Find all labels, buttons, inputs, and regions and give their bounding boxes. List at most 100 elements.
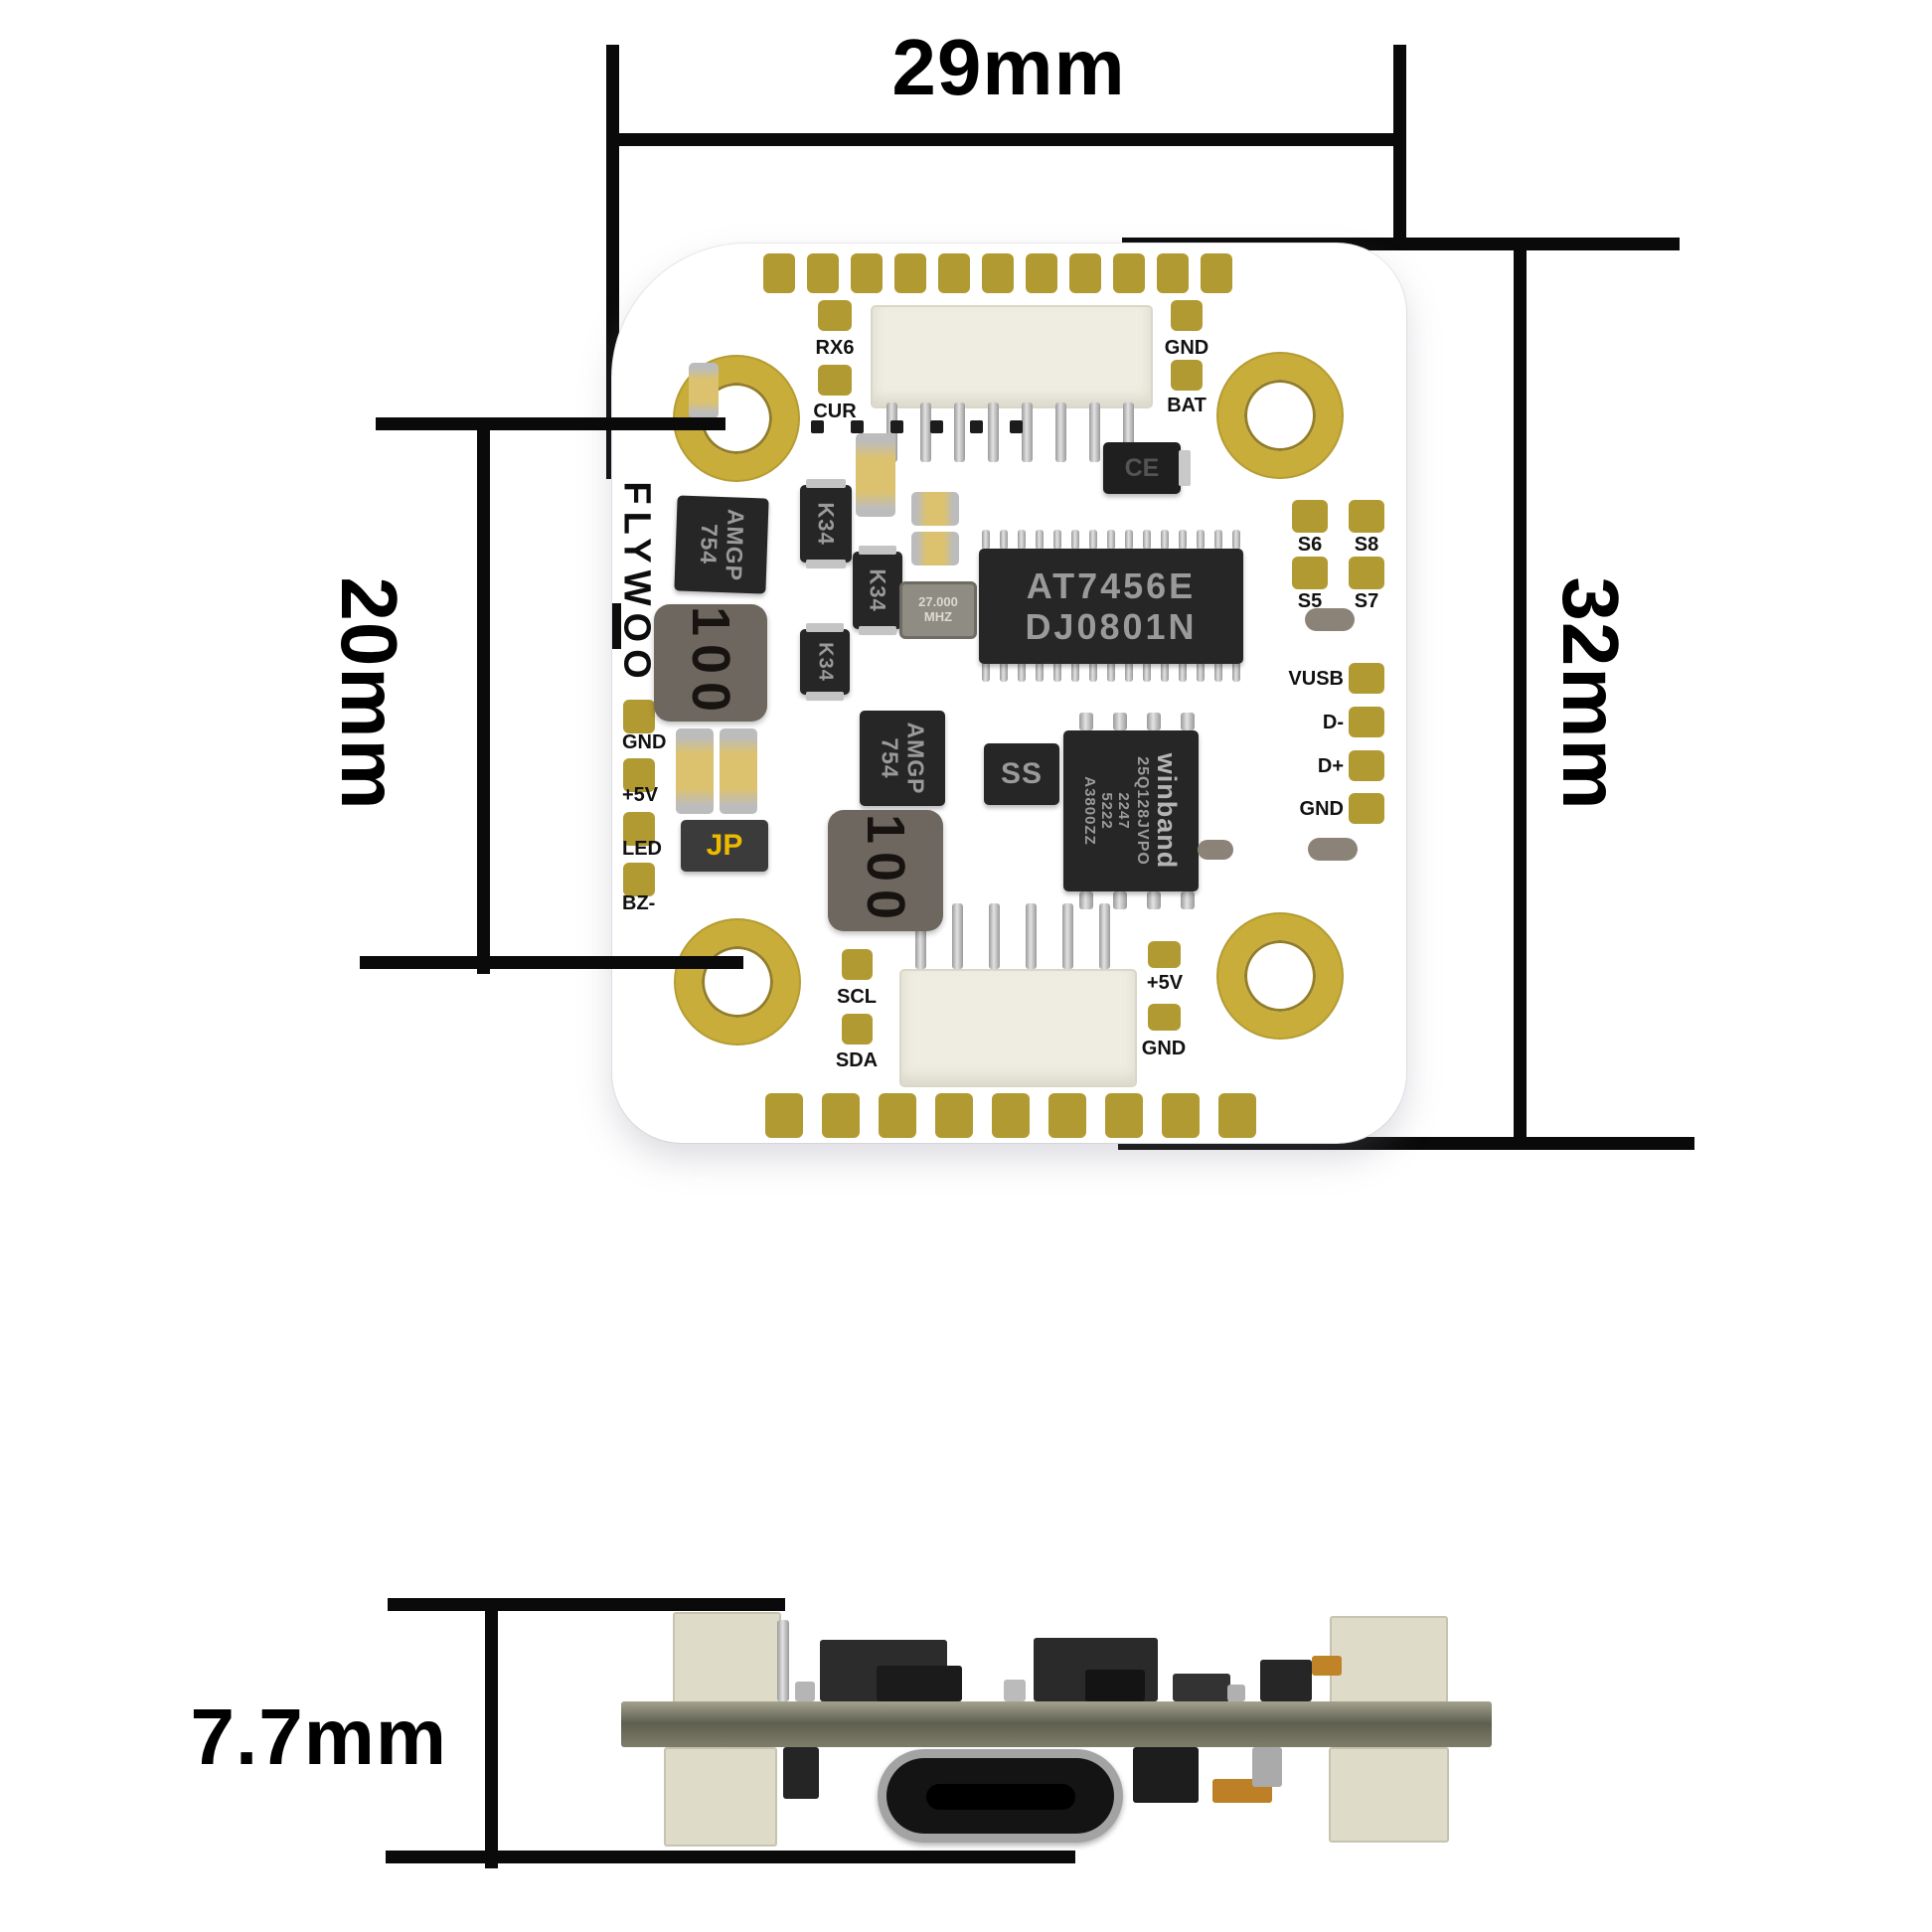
pin [1089, 530, 1097, 550]
diode-ce: CE [1103, 442, 1191, 494]
pin [1099, 903, 1110, 969]
pin [1232, 530, 1240, 550]
dot [970, 420, 983, 433]
transistor-ss: SS [984, 743, 1059, 805]
pad [1162, 1093, 1200, 1138]
gnd-top-pad [1171, 300, 1203, 331]
pin [989, 903, 1000, 969]
flight-controller-top-view: RX6 CUR GND BAT GND +5V LED BZ- VUSB D- … [612, 243, 1406, 1143]
inductor-100-2: 100 [828, 810, 943, 931]
pad [807, 253, 839, 293]
brand-logo-underline [612, 603, 621, 649]
vusb-label: VUSB [1288, 668, 1344, 690]
pin [988, 402, 999, 462]
jumper-jp: JP [681, 820, 768, 872]
crystal-27mhz: 27.000 MHZ [899, 581, 977, 639]
s8-pad [1349, 500, 1384, 533]
flash-lot2: 5222 [1097, 792, 1115, 830]
usb-c-body [886, 1758, 1114, 1834]
osd-chip-line2: DJ0801N [1025, 606, 1198, 647]
capacitor [911, 532, 959, 565]
pin [1181, 713, 1195, 730]
pin [1053, 662, 1061, 682]
pin [1053, 530, 1061, 550]
side-component-silver [1227, 1685, 1245, 1701]
side-chip-bottom [783, 1747, 819, 1799]
d-plus-label: D+ [1317, 755, 1344, 777]
gnd-right-label: GND [1299, 798, 1344, 820]
pad [1201, 253, 1232, 293]
mounting-hole-top-right [1218, 354, 1342, 477]
side-pcb-edge [621, 1701, 1492, 1747]
pin [1147, 891, 1161, 909]
via-oval [1308, 838, 1358, 861]
dot [851, 420, 864, 433]
gnd-left-label: GND [622, 731, 667, 753]
pad [763, 253, 795, 293]
s5-pad [1292, 557, 1328, 589]
flash-lot1: 2247 [1115, 792, 1133, 830]
width-extension-right [1393, 45, 1406, 243]
d-plus-pad [1349, 750, 1384, 781]
capacitor [720, 728, 757, 814]
usb-c-port [878, 1749, 1123, 1843]
pin [982, 530, 990, 550]
cur-pad [818, 365, 852, 396]
pin [1062, 903, 1073, 969]
pin [952, 903, 963, 969]
transistor-k34-2: K34 [853, 546, 902, 635]
regulator1-line2: 754 [695, 523, 723, 565]
scl-label: SCL [837, 986, 877, 1008]
pin [1161, 530, 1169, 550]
thickness-dimension-label: 7.7mm [190, 1692, 447, 1781]
gnd-right-pad [1349, 793, 1384, 824]
pin [915, 903, 926, 969]
capacitor [911, 492, 959, 526]
thickness-tick-top [388, 1598, 785, 1611]
pin [1161, 662, 1169, 682]
s8-label: S8 [1354, 534, 1379, 556]
pin [1107, 662, 1115, 682]
pin [1197, 662, 1205, 682]
side-chip [1260, 1660, 1312, 1701]
pin [1018, 662, 1026, 682]
regulator-chip-1: AMGP 754 [674, 495, 769, 594]
pin [1197, 530, 1205, 550]
pin [1113, 891, 1127, 909]
osd-chip-at7456e: AT7456E DJ0801N [979, 549, 1243, 664]
regulator2-line1: AMGP [902, 722, 929, 795]
p5v-left-pad [623, 758, 655, 792]
pin [1143, 530, 1151, 550]
pad [1157, 253, 1189, 293]
gnd-left-pad [623, 700, 655, 733]
height-dimension-label: 32mm [1546, 576, 1635, 811]
side-right-connector-bottom [1329, 1747, 1449, 1843]
top-jst-connector [871, 305, 1153, 408]
pin [1214, 662, 1222, 682]
capacitor [689, 363, 719, 418]
sda-pad [842, 1014, 873, 1045]
pin [1079, 891, 1093, 909]
bz-pad [623, 863, 655, 896]
gnd-bottom-label: GND [1141, 1038, 1187, 1059]
thickness-dimension-line [485, 1598, 498, 1868]
width-dimension-label: 29mm [891, 23, 1126, 111]
via-oval [1305, 608, 1355, 631]
d-minus-pad [1349, 707, 1384, 737]
regulator1-line1: AMGP [721, 508, 749, 582]
pin [1026, 903, 1037, 969]
d-minus-label: D- [1322, 712, 1344, 733]
pad [879, 1093, 916, 1138]
side-chip [1173, 1674, 1230, 1701]
pin [1179, 530, 1187, 550]
dot [890, 420, 903, 433]
flash-brand: winband [1151, 752, 1182, 870]
pin [1089, 402, 1100, 462]
pin [1079, 713, 1093, 730]
hole-spacing-tick-bottom [360, 956, 743, 969]
pad [1105, 1093, 1143, 1138]
gnd-bottom-pad [1148, 1004, 1181, 1031]
dot [811, 420, 824, 433]
pin [1125, 662, 1133, 682]
